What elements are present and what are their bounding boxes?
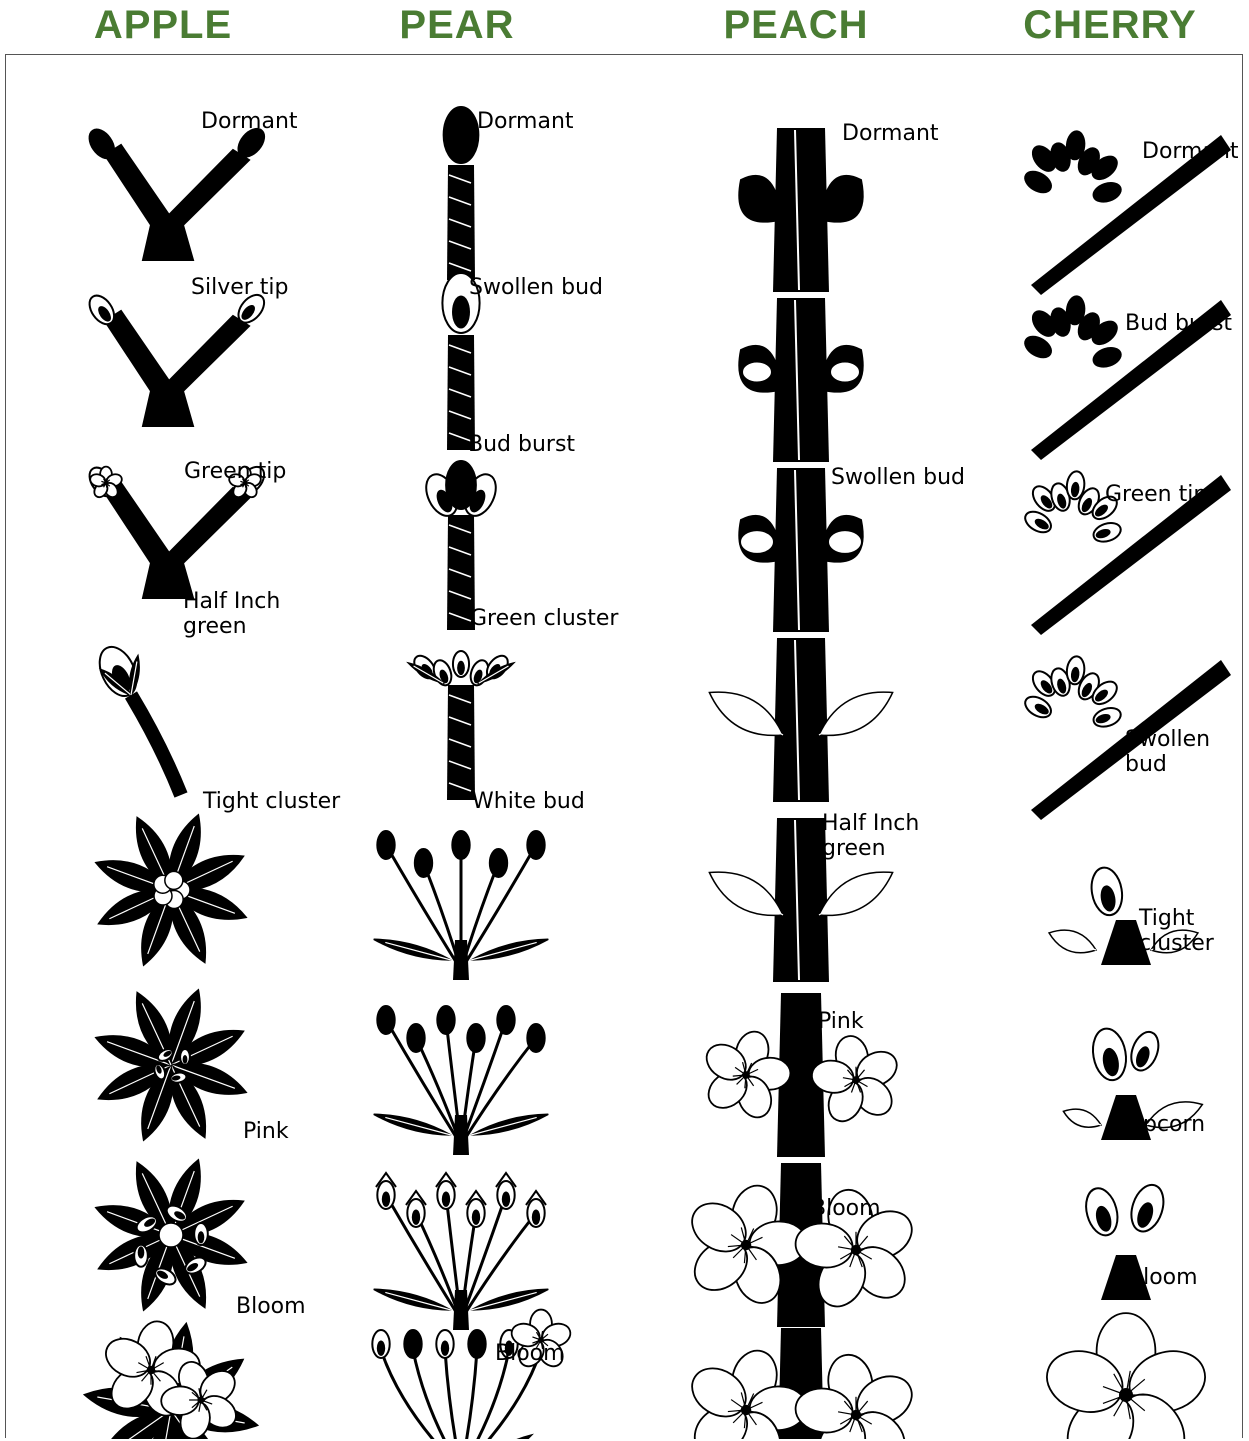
apple-stage-1-forked-twig-icon <box>85 124 270 260</box>
pear-stage-1-twig-bud-icon <box>444 107 479 280</box>
apple-stage-2-label: Silver tip <box>191 275 289 300</box>
apple-stage-1-label: Dormant <box>201 109 298 134</box>
peach-stage-1-stem-bud-icon <box>739 128 862 292</box>
pear-stage-5-label: White bud <box>472 789 585 814</box>
cherry-stage-8-label: Bloom <box>1128 1265 1198 1290</box>
column-header-peach: PEACH <box>640 2 952 48</box>
pear-stage-7-bud-cluster-icon <box>372 1173 549 1330</box>
cherry-stage-8-open-blossom-icon <box>1039 1313 1213 1439</box>
cherry-stage-3-label: Green tip <box>1105 482 1207 507</box>
apple-stage-7-leaf-rosette-icon <box>92 1156 251 1315</box>
illustrations <box>6 55 1244 1439</box>
apple-stage-6-leaf-rosette-icon <box>92 986 251 1145</box>
peach-stage-6-stem-blossom-icon <box>689 993 911 1157</box>
cherry-stage-2-label: Bud burst <box>1125 311 1232 336</box>
cherry-stage-7-label: Popcorn <box>1117 1112 1205 1137</box>
pear-stage-8-blossom-cluster-icon <box>372 1310 573 1439</box>
peach-stage-7-stem-blossom-icon <box>668 1163 931 1327</box>
apple-stage-4-label: Half Inch green <box>183 589 280 639</box>
column-header-apple: APPLE <box>7 2 319 48</box>
peach-stage-8-stem-blossom-icon <box>668 1328 931 1439</box>
pear-stage-3-twig-bud-icon <box>420 461 502 630</box>
cherry-stage-5-label: Swollen bud <box>1125 727 1210 777</box>
cherry-stage-1-label: Dormant <box>1142 139 1239 164</box>
pear-stage-4-twig-bud-icon <box>407 651 515 800</box>
pear-stage-8-label: Bloom <box>495 1341 565 1366</box>
pear-stage-1-label: Dormant <box>477 109 574 134</box>
pear-stage-6-bud-cluster-icon <box>372 1006 549 1155</box>
apple-stage-8-blossom-cluster-icon <box>82 1313 260 1439</box>
column-header-cherry: CHERRY <box>954 2 1249 48</box>
peach-stage-3-label: Swollen bud <box>831 465 965 490</box>
peach-stage-7-label: Bloom <box>811 1196 881 1221</box>
column-header-pear: PEAR <box>301 2 613 48</box>
apple-stage-7-label: Pink <box>243 1119 289 1144</box>
apple-stage-5-leaf-rosette-icon <box>92 811 251 970</box>
pear-stage-5-bud-cluster-icon <box>372 831 549 980</box>
apple-stage-4-bud-sprig-icon <box>92 641 181 795</box>
cherry-stage-6-label: Tight cluster <box>1139 906 1214 956</box>
peach-stage-6-label: Pink <box>818 1009 864 1034</box>
pear-stage-4-label: Green cluster <box>470 606 618 631</box>
peach-stage-2-stem-bud-icon <box>739 298 862 462</box>
apple-stage-5-label: Tight cluster <box>203 789 340 814</box>
peach-stage-1-label: Dormant <box>842 121 939 146</box>
peach-stage-4-stem-bud-icon <box>702 638 900 802</box>
pear-stage-2-label: Swollen bud <box>469 275 603 300</box>
peach-stage-3-stem-bud-icon <box>739 468 862 632</box>
apple-stage-8-label: Bloom <box>236 1294 306 1319</box>
apple-stage-2-forked-twig-icon <box>85 290 270 426</box>
peach-stage-5-label: Half Inch green <box>822 811 919 861</box>
pear-stage-3-label: Bud burst <box>468 432 575 457</box>
apple-stage-3-label: Green tip <box>184 459 286 484</box>
